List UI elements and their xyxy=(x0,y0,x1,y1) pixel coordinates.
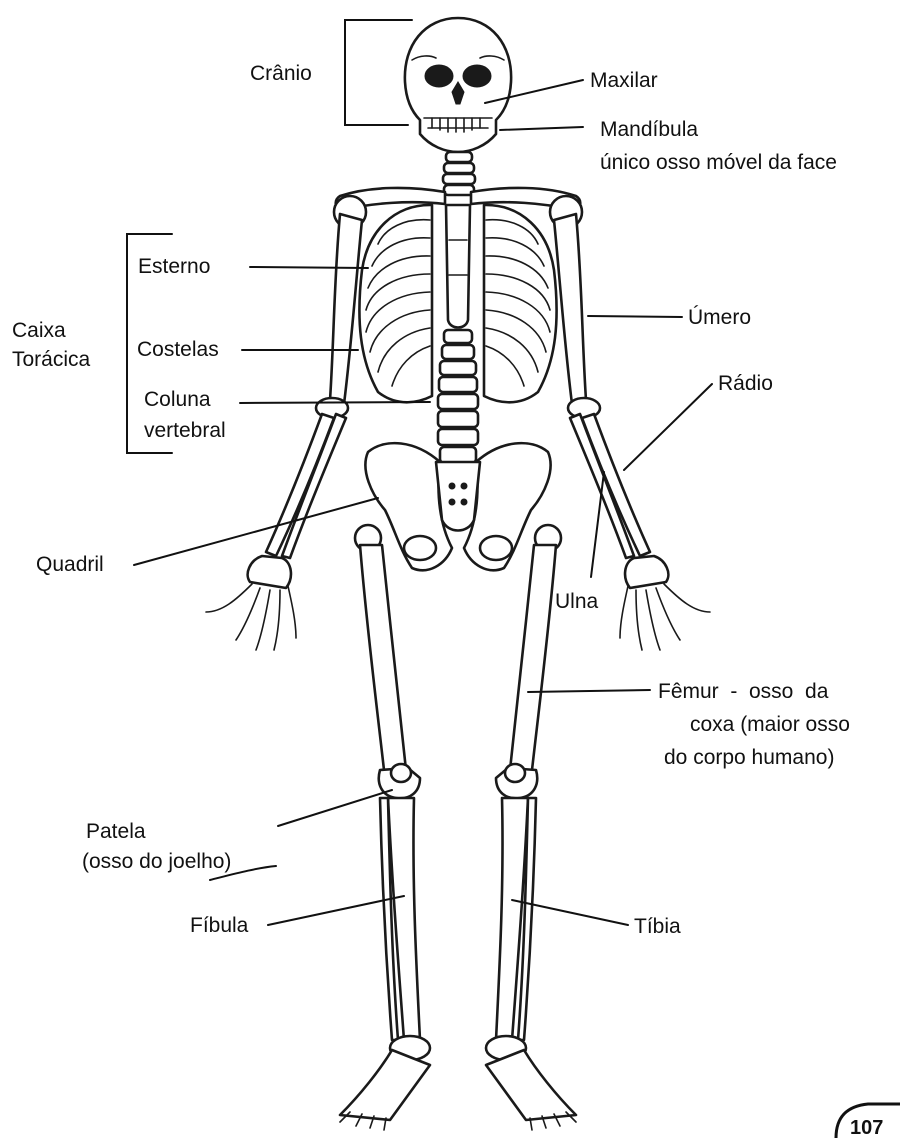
label-femur-line2: coxa (maior osso xyxy=(690,713,850,736)
label-tibia: Tíbia xyxy=(634,915,681,938)
pelvis xyxy=(365,443,550,570)
label-coluna-line1: Coluna xyxy=(144,388,211,411)
right-arm xyxy=(554,214,710,650)
label-radio: Rádio xyxy=(718,372,773,395)
label-mandibula: Mandíbula xyxy=(600,118,698,141)
label-femur-line1: Fêmur - osso da xyxy=(658,680,829,703)
femur-leader xyxy=(528,690,650,692)
coluna-leader xyxy=(240,402,430,403)
label-ulna: Ulna xyxy=(555,590,599,613)
umero-leader xyxy=(588,316,682,317)
page-number: 107 xyxy=(850,1117,883,1138)
patela-leader xyxy=(278,790,392,826)
left-leg xyxy=(340,525,430,1130)
radio-leader xyxy=(624,384,712,470)
right-leg xyxy=(486,525,576,1130)
page-number-badge: 107 xyxy=(836,1104,900,1138)
cervical-spine xyxy=(443,152,475,195)
label-patela-line1: Patela xyxy=(86,820,146,843)
label-esterno: Esterno xyxy=(138,255,210,278)
label-patela-line2: (osso do joelho) xyxy=(82,850,231,873)
label-fibula: Fíbula xyxy=(190,914,249,937)
label-maxilar: Maxilar xyxy=(590,69,658,92)
skull xyxy=(405,18,511,152)
label-quadril: Quadril xyxy=(36,553,104,576)
esterno-leader xyxy=(250,267,368,268)
label-coluna-line2: vertebral xyxy=(144,419,226,442)
label-umero: Úmero xyxy=(688,306,751,329)
lumbar-spine xyxy=(438,330,478,463)
cranio-bracket xyxy=(345,20,412,125)
label-cranio: Crânio xyxy=(250,62,312,85)
quadril-leader xyxy=(134,498,378,565)
left-arm xyxy=(206,214,362,650)
label-femur-line3: do corpo humano) xyxy=(664,746,834,769)
label-caixa-line2: Torácica xyxy=(12,348,91,371)
mandibula-leader xyxy=(500,127,583,130)
label-costelas: Costelas xyxy=(137,338,219,361)
label-caixa-line1: Caixa xyxy=(12,319,66,342)
label-mandibula-note: único osso móvel da face xyxy=(600,151,837,174)
skeleton-illustration xyxy=(206,18,710,1130)
